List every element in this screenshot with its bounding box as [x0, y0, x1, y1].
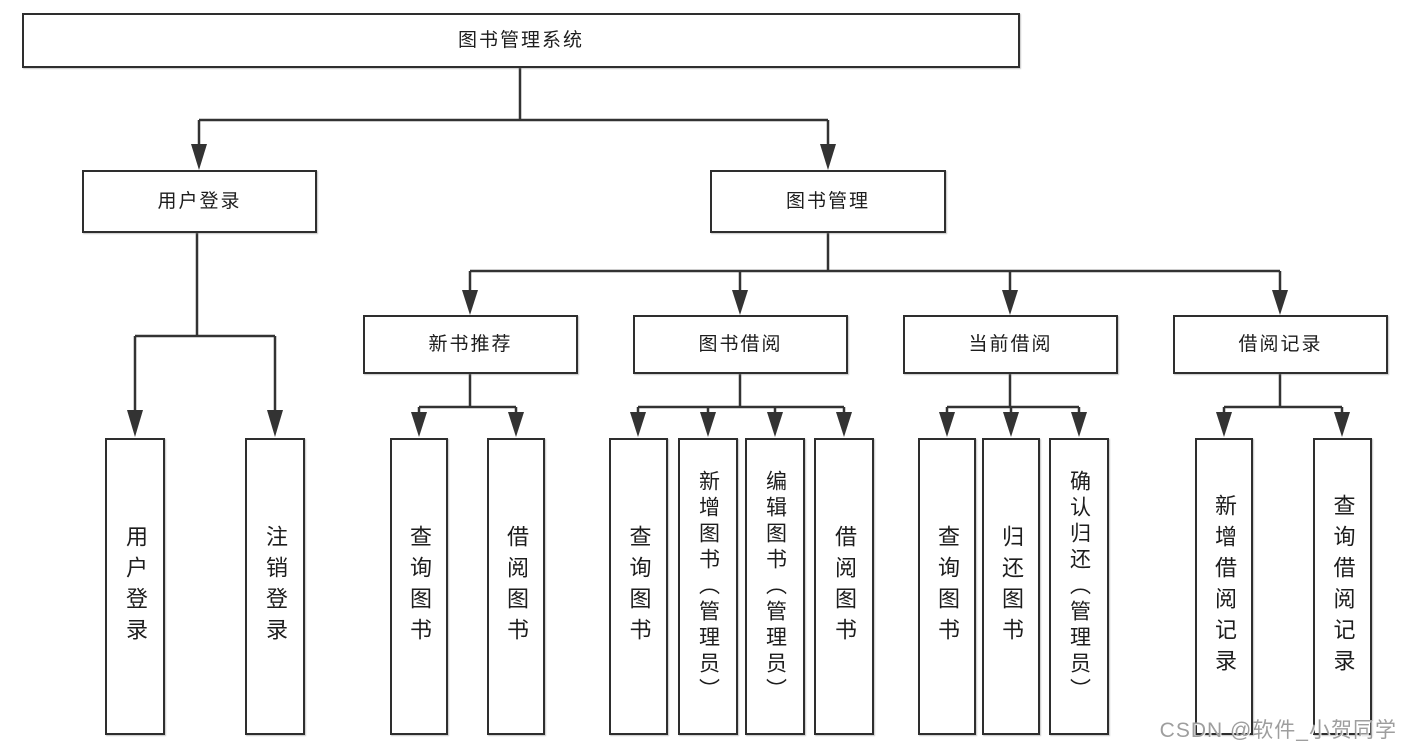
leaf-add-books-admin: 新增图书（管理员） — [678, 438, 738, 735]
leaf-confirm-return-admin: 确认归还（管理员） — [1049, 438, 1109, 735]
connector-book-borrow-to-leaves — [630, 374, 852, 437]
connector-current-borrow-to-leaves — [939, 374, 1087, 437]
leaf-edit-books-admin: 编辑图书（管理员） — [745, 438, 805, 735]
csdn-watermark: CSDN @软件_小贺同学 — [1159, 719, 1397, 742]
node-borrow-records: 借阅记录 — [1173, 315, 1388, 374]
leaf-query-borrow-record: 查询借阅记录 — [1313, 438, 1372, 735]
leaf-user-login: 用户登录 — [105, 438, 165, 735]
leaf-return-books: 归还图书 — [982, 438, 1040, 735]
leaf-query-books-borrow: 查询图书 — [609, 438, 668, 735]
node-current-borrow: 当前借阅 — [903, 315, 1118, 374]
connector-new-book-to-leaves — [411, 374, 524, 437]
connector-user-login-to-leaves — [127, 233, 283, 437]
node-user-login: 用户登录 — [82, 170, 317, 233]
connector-root-to-level1 — [191, 68, 836, 170]
leaf-query-books-recommend: 查询图书 — [390, 438, 448, 735]
leaf-query-books-current: 查询图书 — [918, 438, 976, 735]
node-new-book-recommend: 新书推荐 — [363, 315, 578, 374]
node-root-system: 图书管理系统 — [22, 13, 1020, 68]
leaf-logout-login: 注销登录 — [245, 438, 305, 735]
leaf-borrow-books: 借阅图书 — [814, 438, 874, 735]
leaf-add-borrow-record: 新增借阅记录 — [1195, 438, 1253, 735]
connector-book-management-to-level2 — [462, 233, 1288, 315]
leaf-borrow-books-recommend: 借阅图书 — [487, 438, 545, 735]
connector-borrow-records-to-leaves — [1216, 374, 1350, 437]
node-book-management: 图书管理 — [710, 170, 946, 233]
node-book-borrow: 图书借阅 — [633, 315, 848, 374]
